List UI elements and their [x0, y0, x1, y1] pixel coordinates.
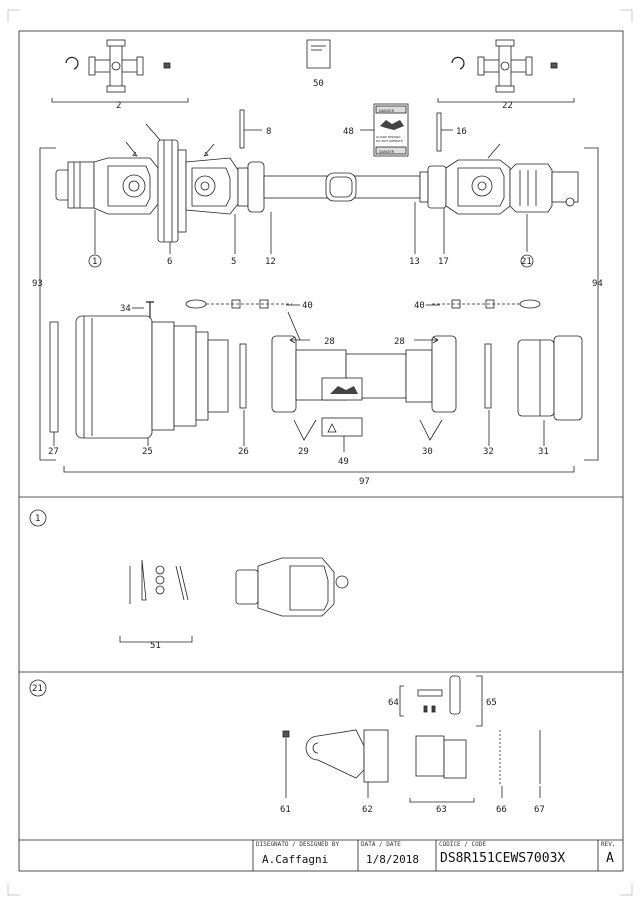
callout-17: 17 [438, 257, 449, 267]
bracket-94 [584, 147, 599, 461]
callout-5: 5 [231, 257, 236, 267]
bracket-63 [409, 798, 475, 803]
date-value: 1/8/2018 [366, 853, 419, 866]
callout-40-right: 40 [414, 301, 425, 311]
callout-21: 21 [521, 257, 532, 267]
callout-32: 32 [483, 447, 494, 457]
detail-1-tag: 1 [35, 514, 40, 524]
guard-tubes [271, 335, 457, 413]
designed-by-value: A.Caffagni [262, 853, 329, 866]
guard-cone-25 [75, 315, 229, 439]
rev-caption: REV. [601, 841, 616, 848]
code-caption: CODICE / CODE [439, 841, 486, 848]
callout-26: 26 [238, 447, 249, 457]
callout-66: 66 [496, 805, 507, 815]
callout-65: 65 [486, 698, 497, 708]
bracket-93 [39, 147, 56, 461]
grease-arrow [125, 141, 138, 157]
code-value: DS8R151CEWS7003X [440, 851, 566, 866]
callout-22: 22 [502, 101, 513, 111]
detail-21-tag: 21 [32, 684, 43, 694]
callout-13: 13 [409, 257, 420, 267]
callout-8: 8 [266, 127, 271, 137]
callout-48: 48 [343, 127, 354, 137]
callout-2: 2 [116, 101, 121, 111]
guard-bearing-32 [484, 343, 492, 409]
designed-by-caption: DISEGNATO / DESIGNED BY [256, 841, 340, 848]
guard-bearing-26 [239, 343, 247, 409]
cross-kit-2 [65, 39, 171, 93]
bracket-51 [119, 636, 193, 643]
callout-6: 6 [167, 257, 172, 267]
callout-40-left: 40 [302, 301, 313, 311]
sticker-text-1: GUARD MISSING [376, 135, 401, 139]
sticker-danger-bottom: DANGER [379, 150, 395, 154]
safety-chain-40-right [432, 299, 541, 309]
warning-stickers-49 [321, 377, 363, 437]
callout-30: 30 [422, 447, 433, 457]
safety-chain-40-left [185, 299, 292, 309]
callout-1: 1 [92, 257, 97, 267]
callout-67: 67 [534, 805, 545, 815]
sheet-border [18, 30, 624, 872]
bracket-97 [63, 466, 575, 473]
driveshaft-assembly [55, 139, 579, 243]
detail-1-marker [29, 509, 47, 527]
cross-kit-22 [451, 39, 558, 93]
callout-50: 50 [313, 79, 324, 89]
callout-63: 63 [436, 805, 447, 815]
guard-cone-31 [517, 335, 583, 421]
sticker-text-2: DO NOT OPERATE [376, 139, 403, 143]
spring-pin-8 [239, 109, 245, 149]
callout-31: 31 [538, 447, 549, 457]
guard-ring-27 [49, 321, 59, 433]
callout-27: 27 [48, 447, 59, 457]
screw-34 [146, 301, 154, 318]
callout-94: 94 [592, 279, 603, 289]
bracket-64 [399, 685, 404, 717]
callout-62: 62 [362, 805, 373, 815]
callout-93: 93 [32, 279, 43, 289]
callout-51: 51 [150, 641, 161, 651]
danger-sticker-48 [373, 103, 409, 157]
detail-1-parts [129, 557, 349, 617]
sticker-danger-top: DANGER [379, 109, 395, 113]
callout-25: 25 [142, 447, 153, 457]
bracket-22 [437, 98, 575, 103]
spring-pin-16 [436, 112, 442, 152]
callout-34: 34 [120, 304, 131, 314]
manual-booklet-50 [306, 39, 331, 69]
detail-21-parts [282, 675, 541, 784]
bracket-2 [51, 98, 189, 103]
rev-value: A [606, 851, 614, 866]
callout-64: 64 [388, 698, 399, 708]
callout-61: 61 [280, 805, 291, 815]
callout-28-left: 28 [324, 337, 335, 347]
callout-28-right: 28 [394, 337, 405, 347]
callout-49: 49 [338, 457, 349, 467]
detail-21-marker [29, 679, 47, 697]
date-caption: DATA / DATE [361, 841, 401, 848]
callout-29: 29 [298, 447, 309, 457]
bracket-65 [476, 675, 483, 727]
callout-12: 12 [265, 257, 276, 267]
callout-16: 16 [456, 127, 467, 137]
callout-97: 97 [359, 477, 370, 487]
